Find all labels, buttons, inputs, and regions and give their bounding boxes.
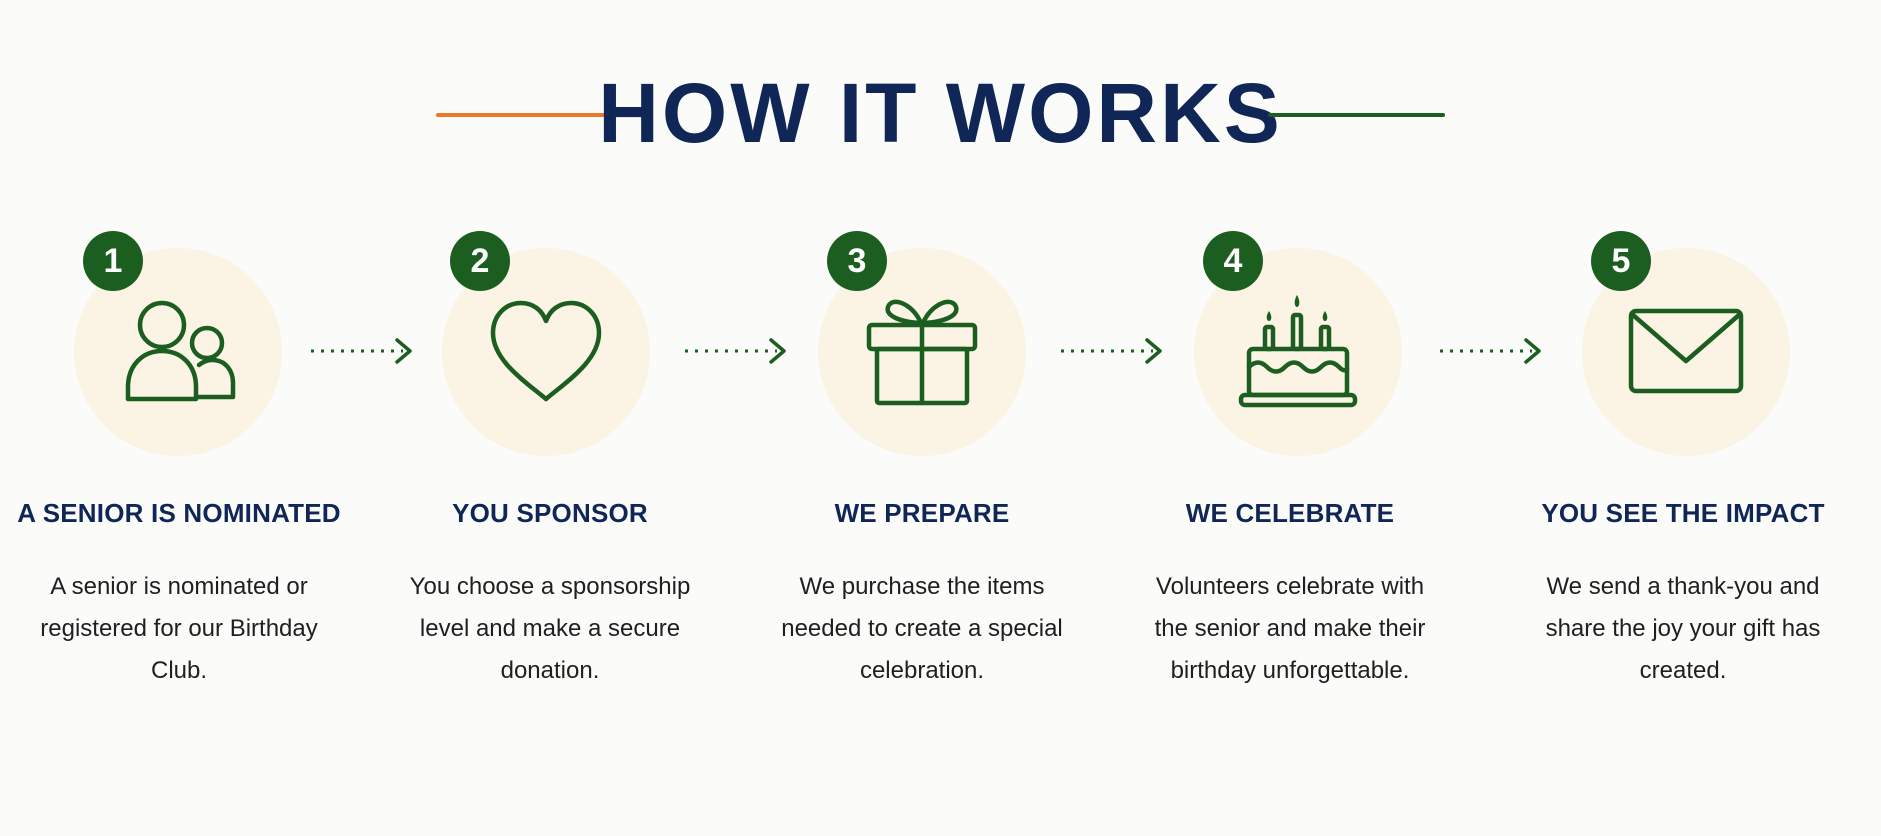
title-rule-left: [436, 113, 614, 117]
step-4-title: WE CELEBRATE: [1185, 498, 1395, 528]
arrow-1-to-2: [311, 338, 412, 364]
step-2-title: YOU SPONSOR: [452, 498, 648, 528]
arrow-2-to-3: [685, 338, 786, 364]
step-2: 2 YOU SPONSOR You choose a sponsorship l…: [380, 0, 720, 836]
step-1-number-badge: 1: [83, 231, 143, 291]
step-5-title: YOU SEE THE IMPACT: [1541, 498, 1825, 528]
step-2-description: You choose a sponsorship level and make …: [409, 573, 691, 684]
envelope-icon: [1628, 308, 1744, 394]
step-1: 1 A SENIOR IS NOMINATED A senior is nomi…: [9, 0, 349, 836]
arrow-4-to-5: [1440, 338, 1541, 364]
step-4-number-badge: 4: [1203, 231, 1263, 291]
step-5-number-badge: 5: [1591, 231, 1651, 291]
people-icon: [125, 300, 236, 402]
step-4-description: Volunteers celebrate with the senior and…: [1154, 573, 1426, 684]
step-2-number-badge: 2: [450, 231, 510, 291]
birthday-cake-icon: [1238, 295, 1358, 408]
title-rule-right: [1268, 113, 1445, 117]
step-3: 3 WE PREPARE We purchase the items neede…: [752, 0, 1092, 836]
step-3-title: WE PREPARE: [834, 498, 1010, 528]
page-title: HOW IT WORKS: [598, 66, 1283, 160]
step-1-title: A SENIOR IS NOMINATED: [17, 498, 341, 528]
arrow-3-to-4: [1061, 338, 1162, 364]
step-5-description: We send a thank-you and share the joy yo…: [1545, 573, 1821, 684]
step-5: 5 YOU SEE THE IMPACT We send a thank-you…: [1513, 0, 1853, 836]
step-3-number-badge: 3: [827, 231, 887, 291]
gift-icon: [866, 299, 978, 406]
step-4: 4 WE CELEBRATE Volunteers celebrate with…: [1120, 0, 1460, 836]
step-1-description: A senior is nominated or registered for …: [40, 573, 318, 684]
step-3-description: We purchase the items needed to create a…: [781, 573, 1063, 684]
heart-icon: [490, 300, 602, 402]
